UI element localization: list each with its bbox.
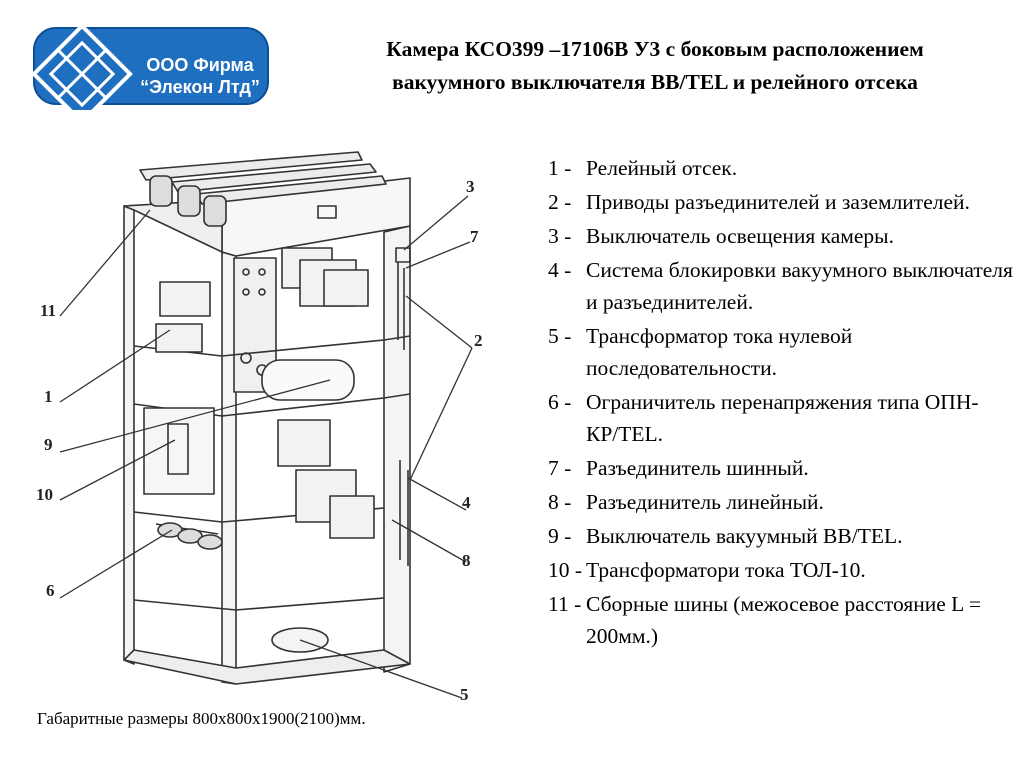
logo-badge [31, 23, 269, 125]
legend-number: 7 - [548, 456, 572, 480]
legend-item: 7 - Разъединитель шинный. [548, 452, 1018, 484]
title-line-2: вакуумного выключателя ВВ/TEL и релейног… [392, 70, 918, 94]
callout-3: 3 [466, 177, 475, 196]
legend-item: 3 - Выключатель освещения камеры. [548, 220, 1018, 252]
legend-number: 4 - [548, 258, 572, 282]
legend-item: 1 - Релейный отсек. [548, 152, 1018, 184]
legend-number: 5 - [548, 324, 572, 348]
legend-text: Выключатель вакуумный ВВ/TEL. [586, 524, 903, 548]
legend-text: Ограничитель перенапряжения типа ОПН-КР/… [586, 390, 979, 446]
callout-10: 10 [36, 485, 53, 504]
company-logo: ООО Фирма “Элекон Лтд” [24, 23, 270, 125]
callout-6: 6 [46, 581, 55, 600]
legend-text: Сборные шины (межосевое расстояние L = 2… [586, 592, 981, 648]
legend-text: Релейный отсек. [586, 156, 738, 180]
callout-11: 11 [40, 301, 56, 320]
legend-number: 6 - [548, 390, 572, 414]
legend-number: 2 - [548, 190, 572, 214]
legend-text: Трансформатори тока ТОЛ-10. [586, 558, 866, 582]
title-line-1: Камера КСО399 –17106В У3 с боковым распо… [386, 37, 924, 61]
legend-text: Система блокировки вакуумного выключател… [586, 258, 1013, 314]
legend-number: 9 - [548, 524, 572, 548]
dimensions-caption: Габаритные размеры 800х800х1900(2100)мм. [37, 709, 366, 728]
callout-4: 4 [462, 493, 471, 512]
legend-text: Приводы разъединителей и заземлителей. [586, 190, 970, 214]
legend-number: 10 - [548, 558, 583, 582]
component-legend: 1 - Релейный отсек. 2 - Приводы разъединит… [548, 152, 1018, 654]
legend-item: 8 - Разъединитель линейный. [548, 486, 1018, 518]
slide-title: Камера КСО399 –17106В У3 с боковым распо… [290, 33, 1020, 99]
legend-item: 10 -Трансформатори тока ТОЛ-10. [548, 554, 1018, 586]
logo-diamond-icon [31, 23, 133, 125]
logo-text: ООО Фирма “Элекон Лтд” [120, 54, 280, 98]
legend-number: 3 - [548, 224, 572, 248]
legend-item: 11 -Сборные шины (межосевое расстояние L… [548, 588, 1018, 652]
callout-8: 8 [462, 551, 471, 570]
legend-item: 5 - Трансформатор тока нулевой последоват… [548, 320, 1018, 384]
callout-9: 9 [44, 435, 53, 454]
callout-7: 7 [470, 227, 479, 246]
legend-item: 9 - Выключатель вакуумный ВВ/TEL. [548, 520, 1018, 552]
legend-number: 8 - [548, 490, 572, 514]
legend-text: Разъединитель шинный. [586, 456, 809, 480]
legend-text: Выключатель освещения камеры. [586, 224, 895, 248]
legend-number: 1 - [548, 156, 572, 180]
callout-5: 5 [460, 685, 469, 704]
legend-item: 2 - Приводы разъединителей и заземлителей… [548, 186, 1018, 218]
legend-number: 11 - [548, 592, 582, 616]
switchgear-drawing: 11 1 9 10 6 3 7 2 4 8 5 [36, 151, 483, 704]
legend-text: Трансформатор тока нулевой последователь… [586, 324, 853, 380]
callout-2: 2 [474, 331, 483, 350]
legend-item: 6 - Ограничитель перенапряжения типа ОПН-… [548, 386, 1018, 450]
legend-text: Разъединитель линейный. [586, 490, 824, 514]
logo-line-2: “Элекон Лтд” [140, 77, 260, 97]
logo-line-1: ООО Фирма [146, 55, 254, 75]
legend-item: 4 - Система блокировки вакуумного выключа… [548, 254, 1018, 318]
callout-1: 1 [44, 387, 53, 406]
